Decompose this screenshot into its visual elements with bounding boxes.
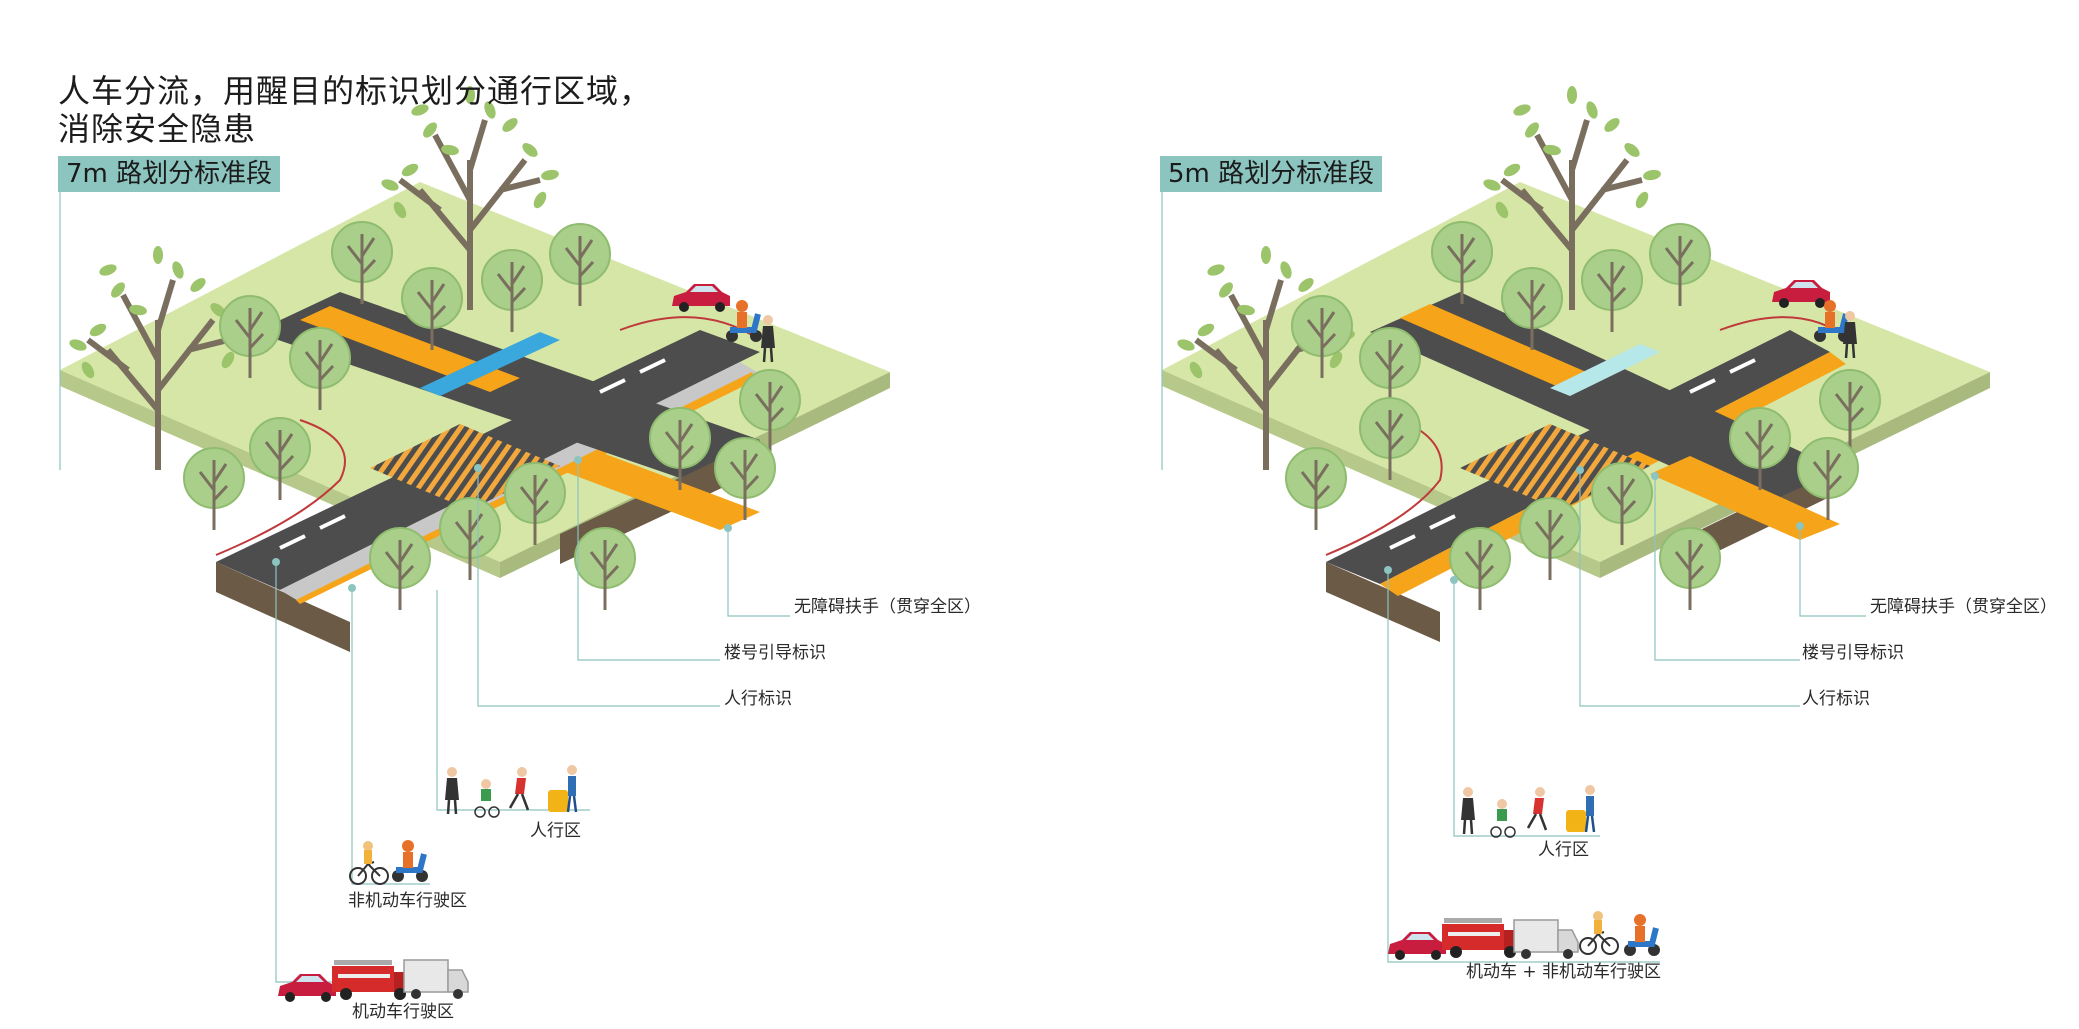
left-callout-pedestrian-zone: 人行区 — [530, 821, 581, 841]
left-non-motor-icons — [349, 840, 428, 885]
right-callout-mixed-zone: 机动车 + 非机动车行驶区 — [1466, 962, 1662, 982]
left-callout-motor-zone: 机动车行驶区 — [352, 1002, 454, 1022]
left-leader-lines — [59, 178, 790, 983]
left-pedestrian-icons — [443, 763, 579, 818]
right-mixed-icons — [1388, 910, 1660, 960]
headline-line-2: 消除安全隐患 — [58, 110, 257, 148]
right-intersection-diagram — [1162, 86, 1990, 642]
right-pedestrian-icons — [1459, 783, 1597, 838]
right-callout-pedestrian-sign: 人行标识 — [1802, 689, 1870, 709]
left-callout-non-motor-zone: 非机动车行驶区 — [348, 891, 467, 911]
headline-line-1: 人车分流，用醒目的标识划分通行区域， — [58, 72, 653, 110]
left-callout-handrail: 无障碍扶手（贯穿全区） — [794, 597, 981, 617]
panel-7m-badge: 7m 路划分标准段 — [58, 156, 281, 192]
right-callout-pedestrian-zone: 人行区 — [1538, 840, 1589, 860]
left-callout-building-sign: 楼号引导标识 — [724, 643, 826, 663]
panel-5m-badge: 5m 路划分标准段 — [1160, 156, 1383, 192]
left-motor-icons — [278, 959, 469, 1002]
right-leader-lines — [1161, 178, 1866, 963]
left-callout-pedestrian-sign: 人行标识 — [724, 689, 792, 709]
right-callout-handrail: 无障碍扶手（贯穿全区） — [1870, 597, 2057, 617]
right-callout-building-sign: 楼号引导标识 — [1802, 643, 1904, 663]
headline: 人车分流，用醒目的标识划分通行区域， 消除安全隐患 — [58, 72, 652, 148]
left-intersection-diagram — [60, 86, 890, 652]
